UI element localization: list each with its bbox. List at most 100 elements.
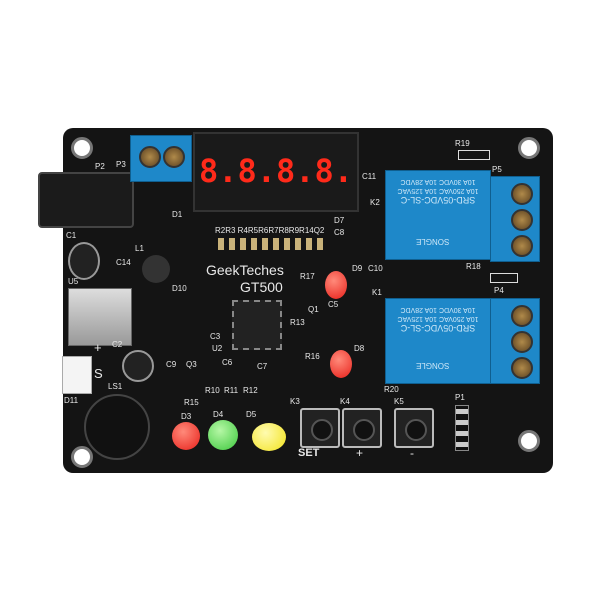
resistor-r19: [458, 150, 490, 160]
led-yellow-d5: [252, 423, 286, 451]
buzzer-ls1: [84, 394, 150, 460]
plus-button[interactable]: [342, 408, 382, 448]
led-green-d4: [208, 420, 238, 450]
label-c6: C6: [222, 358, 233, 367]
mounting-hole: [71, 446, 93, 468]
mounting-hole: [518, 137, 540, 159]
relay-model: SRD-05VDC-SL-C: [400, 195, 476, 205]
label-r19: R19: [455, 139, 470, 148]
connector-white: [62, 356, 92, 394]
inductor-l1: [142, 255, 170, 283]
label-d10: D10: [172, 284, 187, 293]
label-c5: C5: [328, 300, 339, 309]
label-d1: D1: [172, 210, 183, 219]
mounting-hole: [71, 137, 93, 159]
label-r11: R11: [224, 386, 239, 395]
label-k4: K4: [340, 397, 350, 406]
microcontroller-u2: [232, 300, 282, 350]
seven-segment-display: 8.8.8.8.: [193, 132, 359, 212]
label-p1: P1: [455, 393, 465, 402]
label-c3: C3: [210, 332, 221, 341]
label-r20: R20: [384, 385, 399, 394]
screw-icon: [163, 146, 185, 168]
relay-model: SRD-05VDC-SL-C: [400, 323, 476, 333]
terminal-block-p4: [490, 298, 540, 384]
label-p4: P4: [494, 286, 504, 295]
screw-icon: [511, 331, 533, 353]
screw-icon: [511, 357, 533, 379]
label-r13: R13: [290, 318, 305, 327]
label-k3: K3: [290, 397, 300, 406]
minus-button[interactable]: [394, 408, 434, 448]
plus-label: +: [356, 446, 364, 460]
led-red-d3: [172, 422, 200, 450]
set-button[interactable]: [300, 408, 340, 448]
label-d3: D3: [181, 412, 192, 421]
label-d4: D4: [213, 410, 224, 419]
minus-label: -: [410, 446, 414, 460]
label-s: S: [94, 366, 103, 381]
label-r17: R17: [300, 272, 315, 281]
relay-maker: SONGLE: [416, 361, 450, 370]
label-k2: K2: [370, 198, 380, 207]
relay-rating: 10A 250VAC 10A 125VAC: [397, 315, 479, 322]
label-l1: L1: [135, 244, 144, 253]
label-d8: D8: [354, 344, 365, 353]
label-resistor-row: R2R3 R4R5R6R7R8R9R14Q2: [215, 226, 325, 235]
capacitor-c1: [68, 242, 100, 280]
label-p2: P2: [95, 162, 105, 171]
dc-power-jack: [38, 172, 134, 228]
label-d5: D5: [246, 410, 257, 419]
label-r16: R16: [305, 352, 320, 361]
label-q3: Q3: [186, 360, 197, 369]
label-c7: C7: [257, 362, 268, 371]
label-c2: C2: [112, 340, 123, 349]
relay-rating: 10A 30VDC 10A 28VDC: [400, 178, 476, 185]
mounting-hole: [518, 430, 540, 452]
screw-icon: [511, 209, 533, 231]
screw-icon: [139, 146, 161, 168]
led-red-d8: [330, 350, 352, 378]
resistor-r18: [490, 273, 518, 283]
label-p5: P5: [492, 165, 502, 174]
label-r18: R18: [466, 262, 481, 271]
label-plus: +: [94, 340, 102, 355]
relay-rating: 10A 250VAC 10A 125VAC: [397, 187, 479, 194]
label-c1: C1: [66, 231, 77, 240]
label-r15: R15: [184, 398, 199, 407]
label-k5: K5: [394, 397, 404, 406]
label-c8: C8: [334, 228, 345, 237]
label-r12: R12: [243, 386, 258, 395]
label-p3: P3: [116, 160, 126, 169]
screw-icon: [511, 183, 533, 205]
label-d9: D9: [352, 264, 363, 273]
terminal-block-p5: [490, 176, 540, 262]
screw-icon: [511, 235, 533, 257]
terminal-block-p3: [130, 135, 192, 182]
label-u2: U2: [212, 344, 223, 353]
label-d11: D11: [64, 396, 79, 405]
relay-maker: SONGLE: [416, 237, 450, 246]
model-name: GT500: [240, 279, 283, 295]
header-p1: [455, 405, 469, 451]
label-q1: Q1: [308, 305, 319, 314]
voltage-regulator-u5: [68, 288, 132, 346]
label-c11: C11: [362, 172, 377, 181]
relay-rating: 10A 30VDC 10A 28VDC: [400, 306, 476, 313]
label-c14: C14: [116, 258, 131, 267]
label-c9: C9: [166, 360, 177, 369]
set-label: SET: [298, 447, 320, 459]
resistor-array: [218, 238, 328, 250]
label-c10: C10: [368, 264, 383, 273]
label-r10: R10: [205, 386, 220, 395]
brand-name: GeekTeches: [206, 262, 284, 278]
label-ls1: LS1: [108, 382, 123, 391]
screw-icon: [511, 305, 533, 327]
label-u5: U5: [68, 277, 79, 286]
label-k1: K1: [372, 288, 382, 297]
capacitor-c2: [122, 350, 154, 382]
label-d7: D7: [334, 216, 345, 225]
led-red-d9: [325, 271, 347, 299]
